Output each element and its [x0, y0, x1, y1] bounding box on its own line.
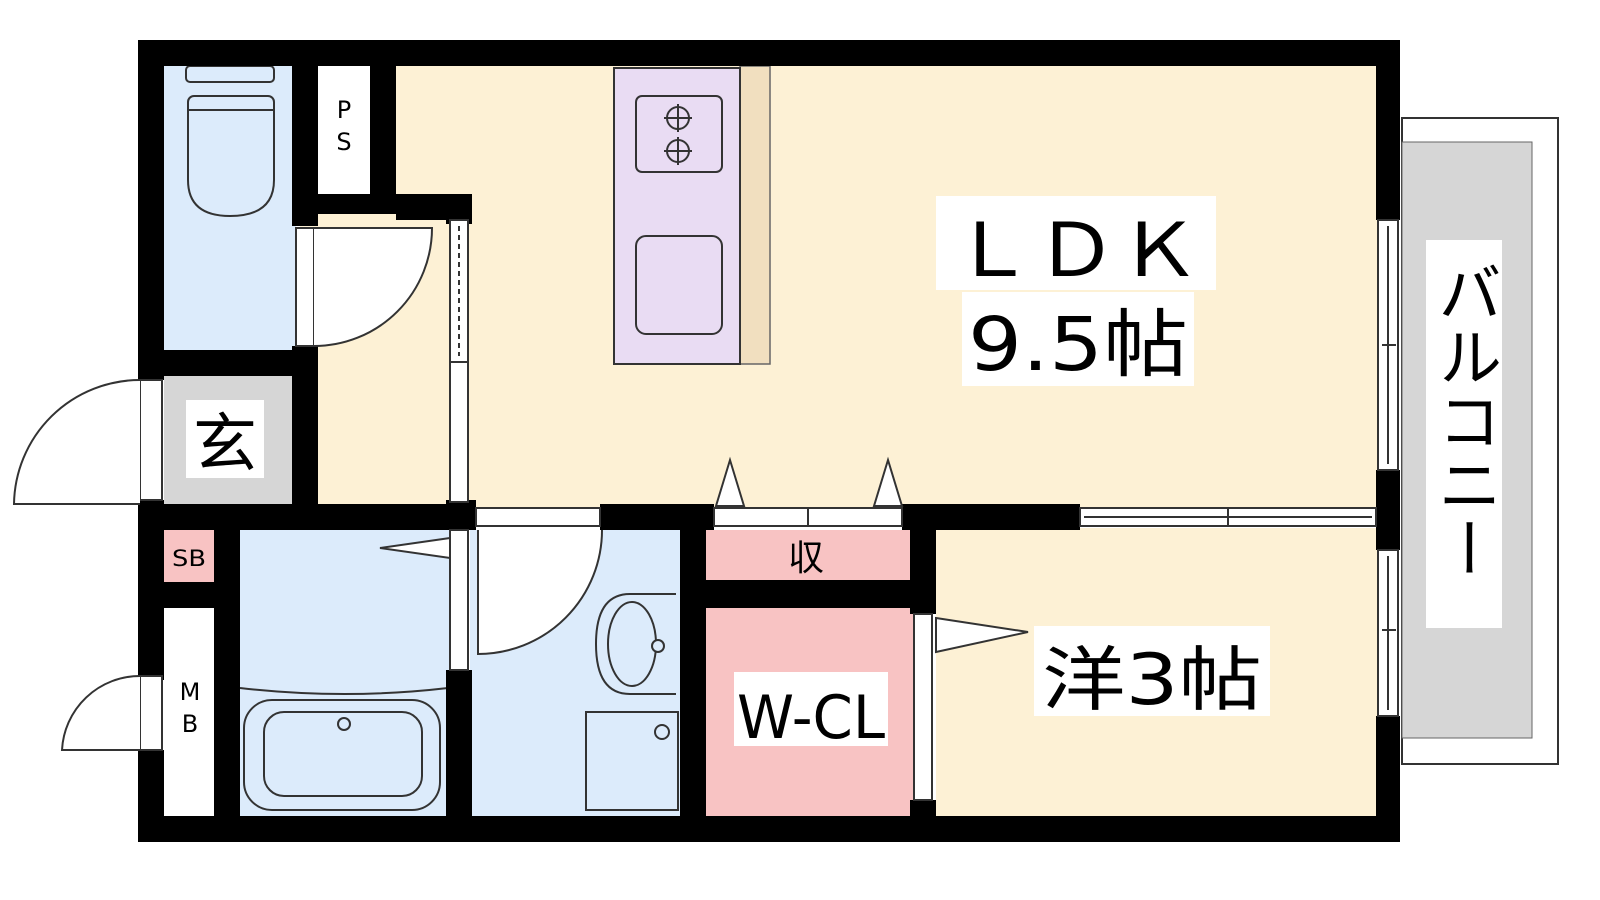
toilet-door	[295, 227, 434, 347]
walls	[138, 40, 1400, 842]
ldk-label-bg	[936, 196, 1216, 290]
storage-door	[713, 456, 904, 527]
storage-floor	[706, 530, 914, 582]
ldk-label: ＬＤＫ	[951, 208, 1201, 294]
ps-label-p: P	[337, 96, 351, 124]
sink-icon	[635, 235, 723, 335]
balcony-label-bg	[1426, 240, 1502, 628]
ps-label-s: S	[336, 128, 351, 156]
ldk-size-label: 9.5帖	[968, 302, 1188, 388]
burner-icon	[664, 104, 692, 132]
washbasin-icon	[594, 593, 676, 695]
kitchen-side-counter	[739, 65, 771, 365]
toilet-icon	[185, 65, 275, 218]
shoebox-label: SB	[172, 547, 206, 572]
western-room-door	[1079, 507, 1377, 527]
mb-floor	[164, 608, 214, 818]
ldk-floor	[396, 66, 1388, 510]
hallway-sliding-door	[449, 219, 469, 503]
entrance-door	[12, 379, 163, 505]
entrance-label-bg	[186, 400, 264, 478]
balcony	[1401, 117, 1559, 765]
ldk-size-bg	[962, 292, 1194, 386]
western-label-bg	[1034, 626, 1270, 716]
meter-box-door	[60, 674, 163, 751]
burner-icon	[664, 137, 692, 165]
kitchen	[613, 65, 771, 365]
storage-label: 収	[788, 538, 824, 579]
wcl-label-bg	[734, 672, 888, 746]
bath-door	[379, 529, 469, 671]
ps-floor	[318, 66, 370, 194]
balcony-label: バルコニー	[1427, 260, 1501, 580]
shoebox-floor	[164, 530, 214, 582]
wcl-label: W-CL	[737, 683, 886, 753]
windows	[1377, 219, 1399, 717]
mb-label-b: B	[182, 710, 198, 738]
bathtub-icon	[239, 687, 449, 811]
closet-door	[913, 613, 1029, 801]
stove-outline	[635, 95, 723, 173]
washroom-door	[475, 507, 603, 656]
labels: ＬＤＫ 9.5帖 洋3帖 W-CL 収 玄 P S M B SB バルコニー	[172, 96, 1501, 753]
entrance-label: 玄	[193, 408, 257, 482]
doors	[12, 219, 1377, 801]
washing-machine-icon	[585, 711, 679, 811]
mb-label-m: M	[180, 678, 201, 706]
western-room-label: 洋3帖	[1042, 639, 1262, 721]
